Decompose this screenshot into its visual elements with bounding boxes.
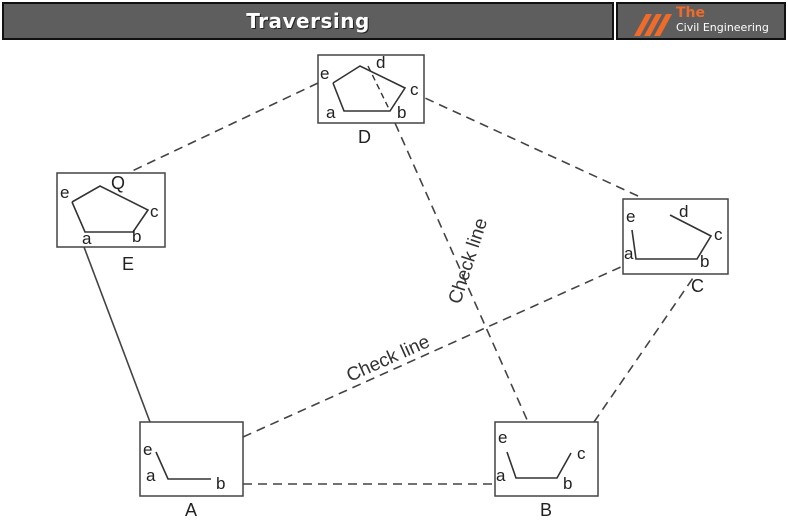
check-line-label-horizontal: Check line <box>343 331 433 386</box>
page-title: Traversing <box>246 9 370 33</box>
logo-mark-icon <box>634 14 672 36</box>
station-d-point-a: a <box>326 103 336 122</box>
station-c-point-e: e <box>626 207 635 226</box>
line-c-d <box>424 97 639 197</box>
station-b: e c a b B <box>494 421 599 520</box>
title-bar: Traversing <box>2 2 614 40</box>
station-e-point-b: b <box>132 227 141 246</box>
station-d: e d c a b D <box>317 53 425 147</box>
station-c-box <box>622 198 729 275</box>
logo-the: The <box>676 5 706 21</box>
station-d-point-e: e <box>320 64 329 83</box>
station-b-polyline <box>506 451 572 479</box>
station-c: e d c a b C <box>622 198 729 296</box>
logo-name: Civil Engineering <box>676 21 769 34</box>
station-c-polyline <box>631 214 713 260</box>
station-c-point-d: d <box>679 202 688 221</box>
station-b-point-a: a <box>496 466 506 485</box>
station-d-polygon <box>332 65 407 112</box>
line-b-c <box>593 261 705 423</box>
station-c-point-b: b <box>700 252 709 271</box>
station-d-point-d: d <box>376 53 385 72</box>
station-d-label: D <box>358 127 371 147</box>
station-b-label: B <box>540 500 552 520</box>
station-b-point-e: e <box>498 428 507 447</box>
station-c-point-a: a <box>624 244 634 263</box>
station-a: e a b A <box>139 421 244 520</box>
header: Traversing The Civil Engineering <box>0 0 788 44</box>
station-e-point-a: a <box>82 229 92 248</box>
line-d-e <box>129 82 319 173</box>
station-c-label: C <box>691 276 704 296</box>
check-line-a-c <box>242 265 624 438</box>
station-b-point-c: c <box>577 444 586 463</box>
station-e-point-c: c <box>150 202 159 221</box>
station-e-extra-label: Q <box>111 173 125 193</box>
station-c-point-c: c <box>714 225 723 244</box>
station-a-point-e: e <box>143 440 152 459</box>
station-e-polygon <box>71 185 150 233</box>
station-d-point-b: b <box>397 103 406 122</box>
check-line-d-b <box>382 95 529 423</box>
station-a-label: A <box>185 500 197 520</box>
station-d-check-start <box>367 65 391 112</box>
station-a-polyline <box>155 451 211 480</box>
line-e-a <box>83 246 151 423</box>
check-line-label-vertical: Check line <box>445 216 492 307</box>
station-d-point-c: c <box>410 80 419 99</box>
station-b-box <box>494 421 599 497</box>
logo: The Civil Engineering <box>616 2 786 40</box>
station-a-point-b: b <box>216 474 225 493</box>
station-e-label: E <box>122 254 134 274</box>
station-b-point-b: b <box>563 474 572 493</box>
station-e: e Q c a b E <box>56 172 166 274</box>
traverse-lines <box>83 82 705 485</box>
station-e-point-e: e <box>60 183 69 202</box>
station-a-point-a: a <box>146 466 156 485</box>
station-a-box <box>139 421 244 497</box>
